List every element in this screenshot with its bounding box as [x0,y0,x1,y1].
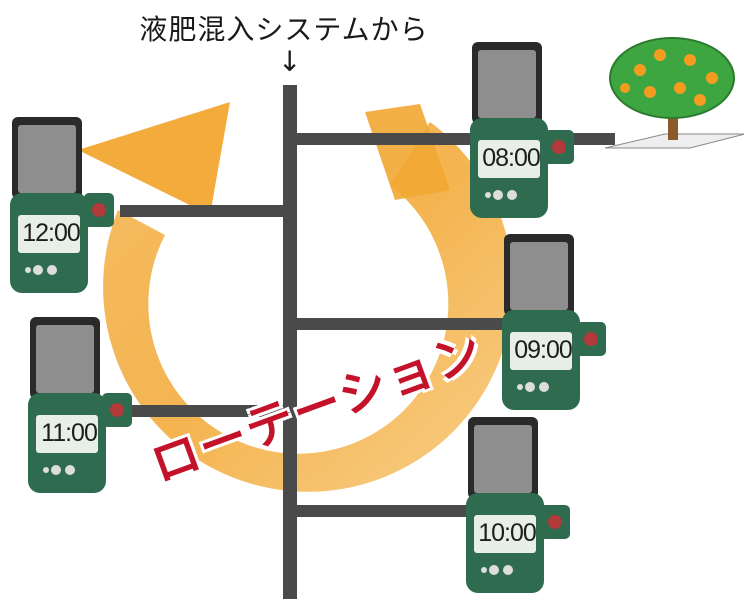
timer-device-1100: 11:00 [28,315,138,500]
branch-pipe-0900 [290,318,550,330]
timer-time-0800: 08:00 [482,144,541,172]
branch-pipe-1000 [290,505,520,517]
timer-time-1200: 12:00 [22,219,81,247]
arrowhead-left [78,102,230,215]
timer-device-0900: 09:00 [502,232,612,417]
timer-time-1100: 11:00 [41,419,98,447]
timer-device-1000: 10:00 [466,415,576,600]
timer-device-0800: 08:00 [470,40,580,225]
branch-pipe-1200 [120,205,290,217]
timer-time-1000: 10:00 [478,519,537,547]
down-arrow-icon: ↓ [278,45,302,78]
branch-pipe-1100 [130,405,290,417]
rotation-arrow-band [78,102,514,492]
timer-time-0900: 09:00 [514,336,573,364]
timer-device-1200: 12:00 [10,115,120,300]
orange-tree-icon [604,37,744,149]
title-text: 液肥混入システムから [139,13,429,46]
main-pipe [283,85,297,599]
